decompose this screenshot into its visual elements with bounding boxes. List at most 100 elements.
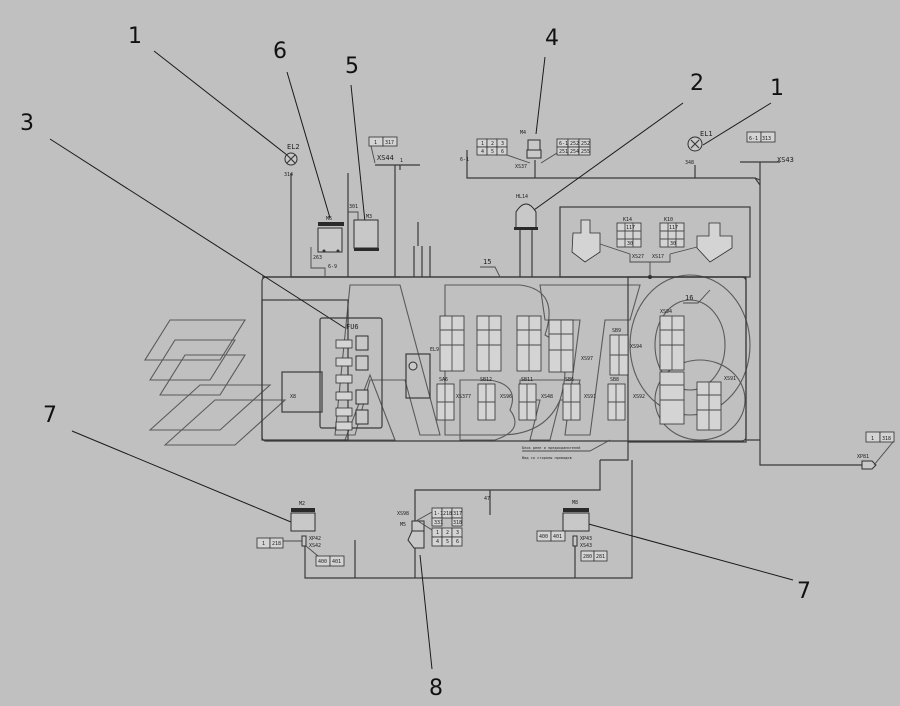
switch-sb11[interactable]: SB11 — [518, 377, 537, 421]
el1-label: EL1 — [700, 130, 713, 138]
m4-label: M4 — [520, 130, 526, 136]
lamp-el9[interactable]: EL9 — [405, 347, 439, 399]
callout-7-left: 7 — [43, 403, 57, 428]
fuse-block-fu6[interactable]: FU6 — [319, 317, 383, 431]
xp81-pin-1: 1 — [871, 436, 874, 442]
module-d[interactable] — [548, 319, 574, 373]
xs37-label: XS37 — [515, 164, 527, 170]
m4-pin-4: 4 — [481, 149, 484, 155]
module-b[interactable] — [476, 315, 502, 372]
relay-k14[interactable]: K14 117 30 — [616, 217, 642, 248]
motor-m8[interactable]: M8 XP43 XS43 400 401 280 281 — [536, 500, 608, 562]
m5-pin-5: 5 — [446, 539, 449, 545]
callouts: 1 6 5 3 4 2 1 7 7 8 — [20, 24, 811, 701]
x8-label: X8 — [290, 394, 296, 400]
xs94-block-label: XS94 — [660, 309, 672, 315]
lamp-hl14[interactable]: HL14 — [514, 194, 538, 230]
xs97-label: XS97 — [581, 356, 593, 362]
motor-m2[interactable]: M2 XP42 XS42 1 218 400 401 — [256, 501, 345, 567]
module-xs91-block[interactable]: XS91 — [696, 376, 736, 431]
xs377-label: XS377 — [456, 394, 471, 400]
harness-15-label: 15 — [483, 258, 491, 266]
harness-frame — [261, 177, 761, 461]
switch-sa6[interactable]: SA6 — [436, 377, 455, 421]
switch-m4[interactable]: 1 2 3 4 5 6 M4 XS37 6-1 252 252 251 254 … — [460, 130, 591, 170]
el9-label: EL9 — [430, 347, 439, 353]
sa6-label: SA6 — [439, 377, 448, 383]
notes: Блок реле и предохранителей Вид со сторо… — [522, 439, 611, 460]
m5-label: M5 — [400, 522, 406, 528]
sb11-label: SB11 — [521, 377, 533, 383]
sb9-label: SB9 — [612, 328, 621, 334]
lamp-el1[interactable]: EL1 348 — [685, 130, 713, 166]
m3-label: M3 — [366, 214, 372, 220]
switch-sb9[interactable]: SB9 — [609, 328, 629, 376]
module-a[interactable] — [439, 315, 465, 372]
k14-pin-117: 117 — [626, 225, 635, 231]
m5-pin-2: 2 — [446, 530, 449, 536]
note-2: Вид со стороны проводов — [522, 456, 572, 460]
m6-label: M6 — [326, 216, 332, 222]
xs44-pin-2: 317 — [385, 140, 394, 146]
note-1: Блок реле и предохранителей — [522, 446, 580, 450]
m5-top-pin-5: 318 — [453, 520, 462, 526]
m8-pin-a1: 400 — [539, 534, 548, 540]
hl14-label: HL14 — [516, 194, 528, 200]
m4-rpin-2: 252 — [570, 141, 579, 147]
m4-rpin-1: 6-1 — [559, 141, 568, 147]
harness-16-label: 16 — [685, 294, 693, 302]
m4-pin-6: 6 — [501, 149, 504, 155]
xs98-label: XS98 — [397, 511, 409, 517]
wire-1-label: 1 — [400, 158, 403, 164]
m4-pin-2: 2 — [491, 141, 494, 147]
xp43-label: XP43 — [580, 536, 592, 542]
xp81-pin-2: 318 — [882, 436, 891, 442]
module-c[interactable] — [516, 315, 542, 372]
m2-pin-b1: 400 — [318, 559, 327, 565]
m5-pin-3: 3 — [456, 530, 459, 536]
k10-label: K10 — [664, 217, 673, 223]
xs43-pin-1: 6-1 — [749, 136, 758, 142]
connector-xs44[interactable]: 1 317 XS44 1 — [368, 136, 403, 164]
fu6-label: FU6 — [346, 323, 359, 331]
block-x8[interactable]: X8 — [281, 371, 323, 413]
wire-263-label: 263 — [313, 255, 322, 261]
m4-rpin-3: 252 — [581, 141, 590, 147]
switch-sb12[interactable]: SB12 — [477, 377, 496, 421]
xs92-label: XS92 — [633, 394, 645, 400]
k10-pin-117: 117 — [669, 225, 678, 231]
relay-area: K14 117 30 K10 117 30 XS27 XS17 — [571, 217, 733, 279]
relay-k10[interactable]: K10 117 30 — [659, 217, 685, 248]
m5-top-pin-1: 1-1 — [434, 511, 443, 517]
wire-6-9-label: 6-9 — [328, 264, 337, 270]
xs44-pin-1: 1 — [374, 140, 377, 146]
m8-pin-a2: 401 — [553, 534, 562, 540]
m4-pin-3: 3 — [501, 141, 504, 147]
callout-1-left: 1 — [128, 24, 142, 49]
m4-pin-1: 1 — [481, 141, 484, 147]
switch-sb6[interactable]: SB6 — [562, 377, 581, 421]
xs43-label: XS43 — [777, 156, 794, 164]
m2-pin-a2: 218 — [272, 541, 281, 547]
connector-xs43-top[interactable]: 6-1 313 XS43 — [746, 131, 794, 164]
callout-7-right: 7 — [797, 579, 811, 604]
motor-m3[interactable]: M3 301 — [348, 204, 379, 251]
callout-1-right: 1 — [770, 76, 784, 101]
m4-rpin-6: 255 — [581, 149, 590, 155]
module-xs94-block[interactable]: XS94 — [659, 309, 685, 425]
sb6-label: SB6 — [565, 377, 574, 383]
m4-pin-5: 5 — [491, 149, 494, 155]
m8-label: M8 — [572, 500, 578, 506]
m5-pin-6: 6 — [456, 539, 459, 545]
switch-sb8[interactable]: SB8 — [607, 377, 626, 421]
m8-pin-b2: 281 — [596, 554, 605, 560]
motor-m5[interactable]: XS98 M5 1-1 218 317 331 318 1 2 3 4 5 6 … — [397, 496, 490, 549]
top-wires — [290, 150, 780, 278]
connector-xp81[interactable]: 1 318 XP81 — [857, 431, 895, 470]
lamp-el2[interactable]: EL2 314 — [284, 143, 300, 178]
motor-m6[interactable]: M6 263 6-9 — [310, 216, 344, 277]
m5-top-pin-3: 317 — [453, 511, 462, 517]
wire-47-label: 47 — [484, 496, 490, 502]
xs17-label: XS17 — [652, 254, 664, 260]
